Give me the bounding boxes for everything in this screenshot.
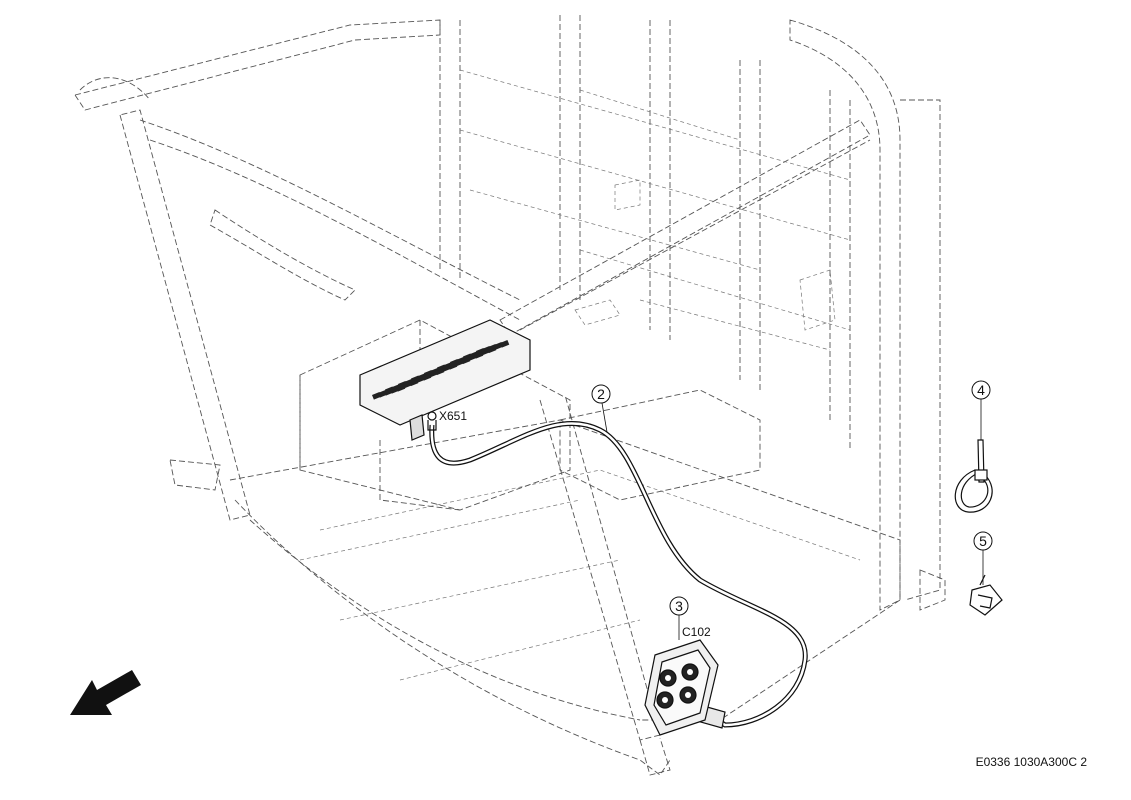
x651-connector xyxy=(409,411,437,441)
c102-label: C102 xyxy=(682,625,711,639)
c102-socket xyxy=(644,639,719,736)
board-relay xyxy=(500,340,510,348)
board-relay xyxy=(421,373,432,381)
callout-2: 2 xyxy=(591,384,611,433)
board-relay xyxy=(448,362,458,370)
board-relay xyxy=(460,356,471,365)
cable-harness xyxy=(429,420,808,729)
svg-text:3: 3 xyxy=(675,598,683,614)
x651-label: X651 xyxy=(439,409,467,423)
svg-text:4: 4 xyxy=(977,382,985,398)
cable-tie-icon xyxy=(954,439,993,513)
drawing-code: E0336 1030A300C 2 xyxy=(975,755,1087,769)
cab-frame xyxy=(74,15,946,776)
board-relay xyxy=(434,367,445,376)
svg-text:2: 2 xyxy=(597,386,605,402)
svg-text:5: 5 xyxy=(979,533,987,549)
callout-4: 4 xyxy=(971,380,991,440)
board-relay xyxy=(487,345,497,354)
board-relay xyxy=(408,378,419,387)
callout-3: 3 C102 xyxy=(669,596,711,640)
clip-icon xyxy=(969,574,1003,616)
board-relay xyxy=(473,351,484,359)
board-relay xyxy=(395,384,406,392)
controller-board xyxy=(359,319,531,426)
callout-5: 5 xyxy=(973,531,993,585)
direction-arrow-icon xyxy=(70,670,141,715)
